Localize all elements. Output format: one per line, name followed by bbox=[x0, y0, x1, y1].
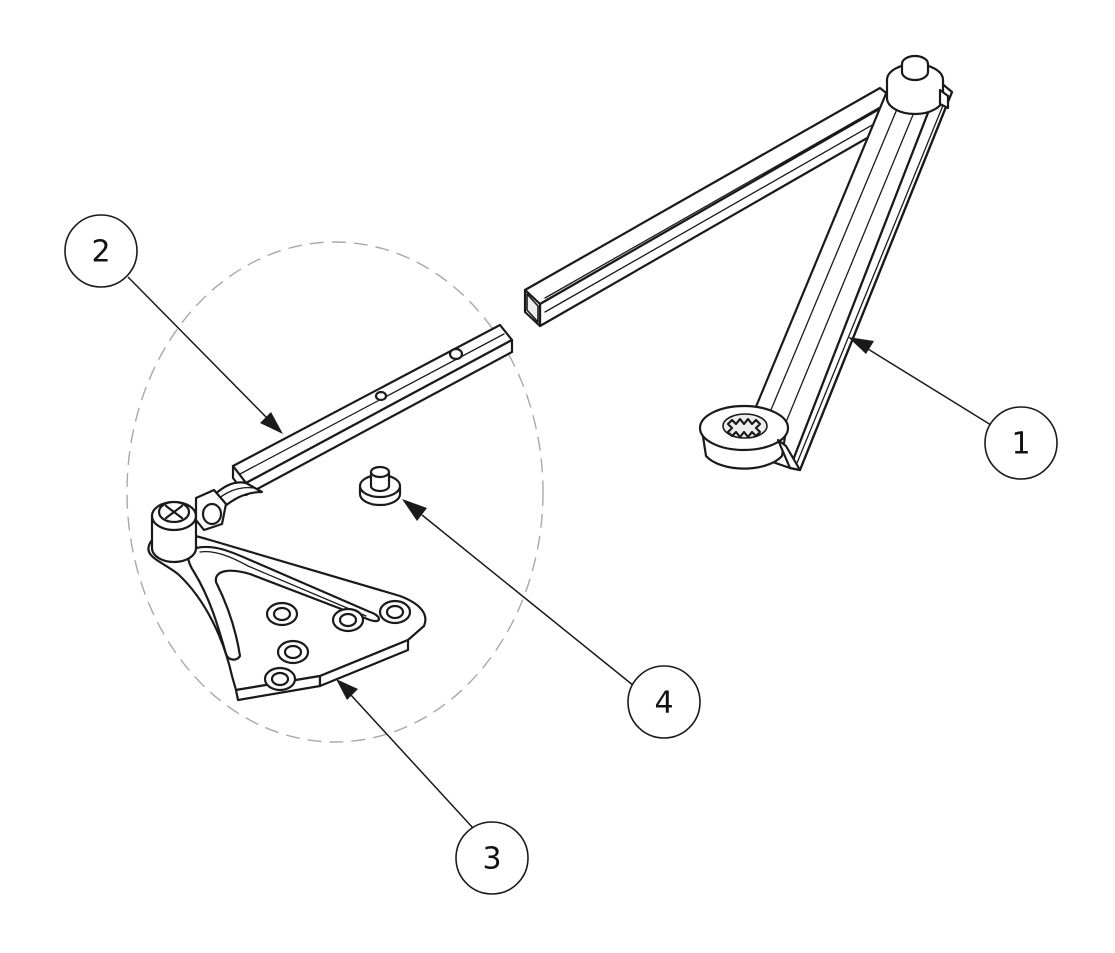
part-2-forearm bbox=[208, 323, 514, 512]
leader-2 bbox=[127, 276, 283, 434]
bracket-hole-4 bbox=[276, 639, 310, 665]
forearm-hole-middle bbox=[374, 390, 388, 402]
bracket-hole-1 bbox=[265, 601, 299, 627]
bracket-hole-5 bbox=[263, 666, 297, 692]
callout-2: 2 bbox=[64, 214, 138, 288]
bracket-hole-3 bbox=[378, 599, 412, 625]
leader-1 bbox=[848, 337, 992, 426]
detail-circle bbox=[126, 241, 544, 743]
callout-4: 4 bbox=[627, 665, 701, 739]
arm-spline-hub bbox=[698, 404, 802, 472]
arm-top-pivot bbox=[885, 54, 950, 116]
leader-3 bbox=[336, 679, 474, 829]
part-1-main-arm bbox=[523, 54, 954, 472]
part-4-screw bbox=[358, 465, 402, 507]
callout-2-label: 2 bbox=[91, 235, 110, 270]
forearm-hole-outer bbox=[448, 347, 464, 361]
callout-4-label: 4 bbox=[654, 686, 673, 721]
bracket-hole-2 bbox=[331, 607, 365, 633]
part-3-bracket bbox=[147, 488, 427, 702]
bracket-pivot-screw bbox=[150, 488, 228, 564]
callout-3: 3 bbox=[455, 821, 529, 895]
callout-1: 1 bbox=[984, 406, 1058, 480]
callout-1-label: 1 bbox=[1011, 427, 1030, 462]
callout-3-label: 3 bbox=[482, 842, 501, 877]
leader-4 bbox=[402, 499, 635, 687]
